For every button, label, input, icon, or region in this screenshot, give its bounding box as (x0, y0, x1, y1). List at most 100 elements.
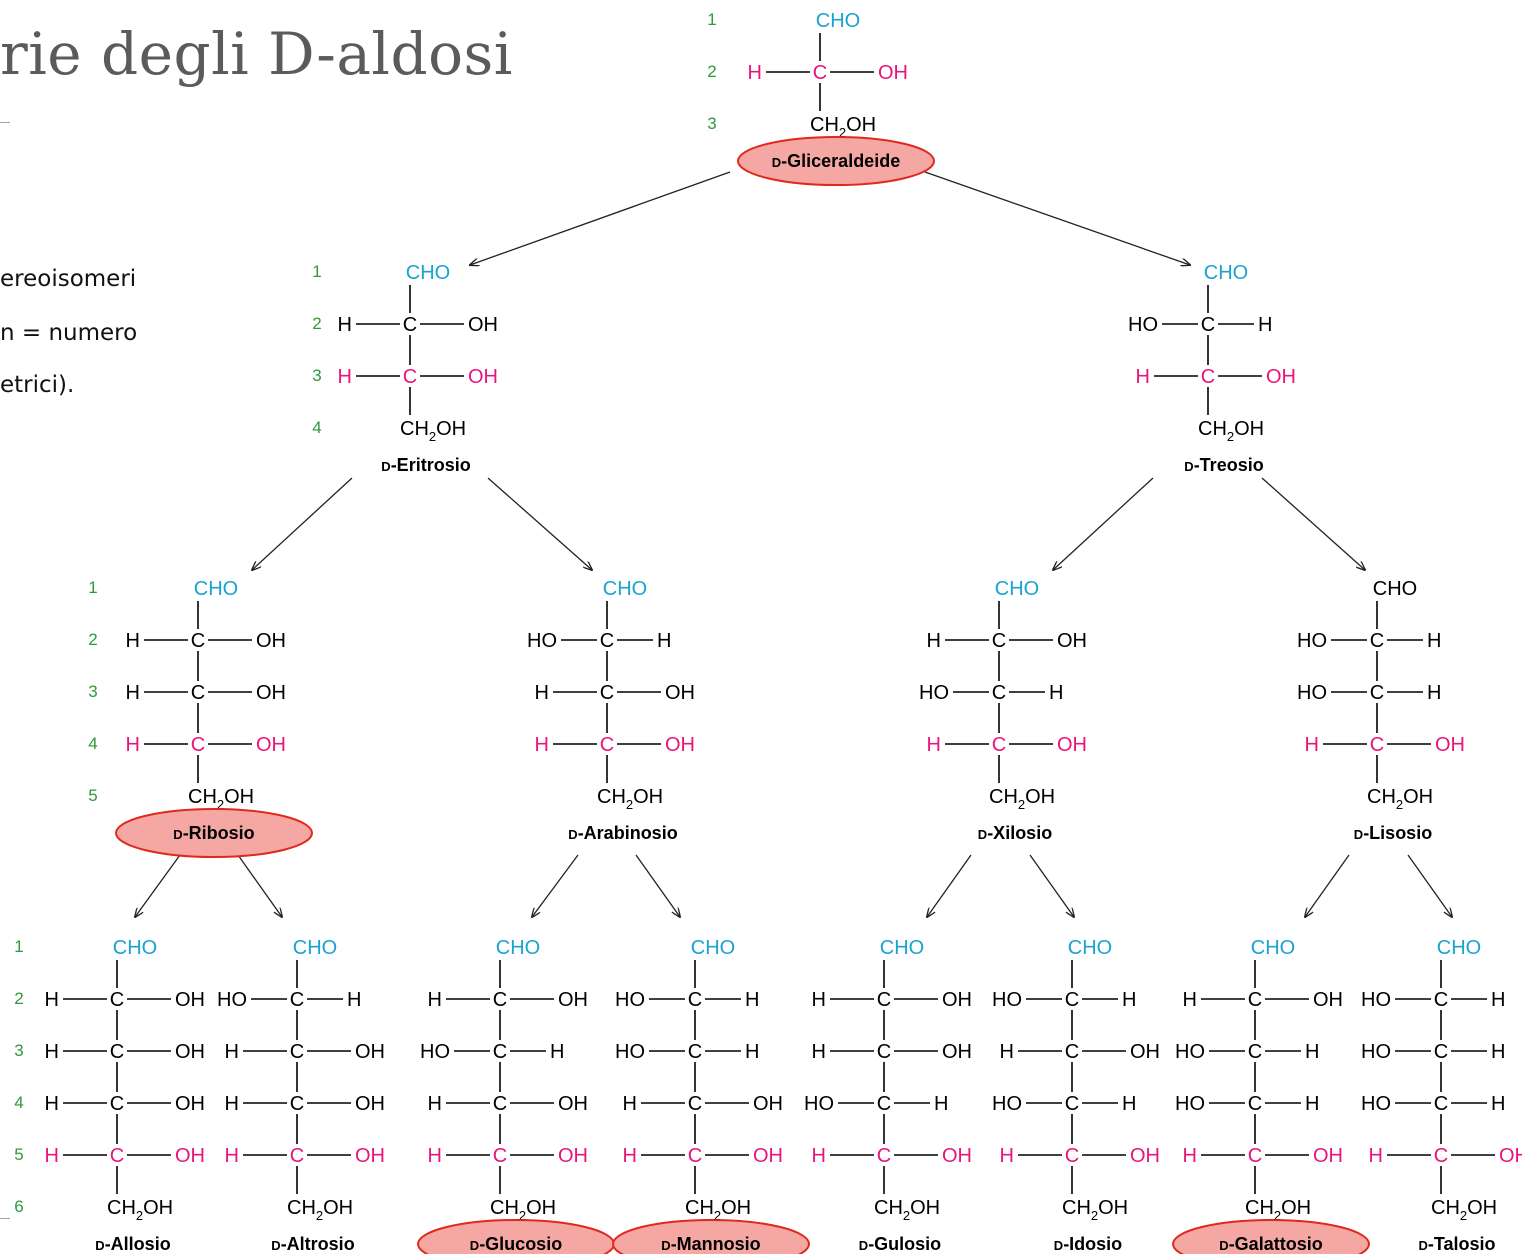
left-substituent: H (1183, 989, 1197, 1011)
arrow-arabinosio-to-mannosio (635, 854, 680, 917)
arrow-gliceraldeide-to-treosio (924, 171, 1190, 265)
cho-group: CHO (995, 578, 1039, 600)
arrow-eritrosio-to-arabinosio (487, 477, 592, 570)
carbon-bg (189, 733, 207, 755)
body-text-line-1: ereoisomeri (0, 266, 137, 292)
right-substituent: OH (753, 1145, 783, 1167)
left-substituent: H (225, 1145, 239, 1167)
sugar-name: D-Galattosio (1219, 1234, 1322, 1254)
carbon-number-3: 3 (707, 114, 716, 133)
carbon-label: C (600, 734, 614, 756)
ch2oh-group: CH2OH (1367, 786, 1433, 812)
body-text-line-3: etrici). (0, 372, 75, 398)
left-substituent: HO (804, 1093, 834, 1115)
arrow-ribosio-to-allosio (135, 854, 181, 917)
carbon-bg (1368, 733, 1386, 755)
carbon-bg (1063, 988, 1081, 1010)
carbon-label: C (1065, 1041, 1079, 1063)
carbon-bg (491, 1040, 509, 1062)
arrow-lisosio-to-talosio (1407, 854, 1452, 917)
carbon-label: C (600, 630, 614, 652)
right-substituent: OH (558, 1093, 588, 1115)
cho-group: CHO (691, 937, 735, 959)
carbon-label: C (688, 1145, 702, 1167)
derivation-arrows (135, 171, 1452, 917)
carbon-label: C (1248, 1093, 1262, 1115)
carbon-bg (1246, 1092, 1264, 1114)
right-substituent: OH (175, 989, 205, 1011)
carbon-label: C (110, 1093, 124, 1115)
carbon-bg (990, 733, 1008, 755)
cho-group: CHO (406, 262, 450, 284)
carbon-label: C (813, 62, 827, 84)
arrow-gliceraldeide-to-eritrosio (470, 171, 731, 265)
carbon-label: C (877, 1145, 891, 1167)
sugar-name: D-Altrosio (271, 1234, 354, 1254)
right-substituent: OH (1499, 1145, 1522, 1167)
body-text-line-2: n = numero (0, 320, 138, 346)
carbon-bg (1199, 313, 1217, 335)
right-substituent: OH (942, 1041, 972, 1063)
carbon-bg (491, 1144, 509, 1166)
arrow-eritrosio-to-ribosio (252, 477, 353, 570)
sugar-name: D-Lisosio (1354, 823, 1432, 843)
right-substituent: H (347, 989, 361, 1011)
right-substituent: OH (665, 734, 695, 756)
carbon-bg (1063, 1144, 1081, 1166)
left-substituent: HO (217, 989, 247, 1011)
ch2oh-group: CH2OH (1431, 1197, 1497, 1223)
right-substituent: OH (1130, 1145, 1160, 1167)
carbon-bg (598, 733, 616, 755)
carbon-bg (1199, 365, 1217, 387)
right-substituent: OH (256, 630, 286, 652)
carbon-bg (811, 61, 829, 83)
left-substituent: HO (1361, 1041, 1391, 1063)
right-substituent: OH (468, 366, 498, 388)
carbon-label: C (1434, 1041, 1448, 1063)
left-substituent: HO (527, 630, 557, 652)
carbon-label: C (403, 314, 417, 336)
right-substituent: OH (558, 989, 588, 1011)
carbon-bg (875, 988, 893, 1010)
right-substituent: OH (1435, 734, 1465, 756)
carbon-label: C (1370, 734, 1384, 756)
carbon-number-1: 1 (707, 10, 716, 29)
left-substituent: H (812, 1145, 826, 1167)
carbon-label: C (191, 734, 205, 756)
right-substituent: H (745, 989, 759, 1011)
carbon-number-6: 6 (14, 1197, 23, 1216)
carbon-label: C (290, 989, 304, 1011)
right-substituent: H (1122, 989, 1136, 1011)
right-substituent: OH (355, 1093, 385, 1115)
carbon-label: C (1434, 989, 1448, 1011)
left-substituent: HO (1128, 314, 1158, 336)
cho-group: CHO (1251, 937, 1295, 959)
left-substituent: H (338, 314, 352, 336)
carbon-label: C (290, 1145, 304, 1167)
sugar-name: D-Gulosio (859, 1234, 941, 1254)
ch2oh-group: CH2OH (874, 1197, 940, 1223)
carbon-number-1: 1 (14, 937, 23, 956)
footer-rule (0, 1218, 10, 1219)
carbon-bg (1246, 988, 1264, 1010)
